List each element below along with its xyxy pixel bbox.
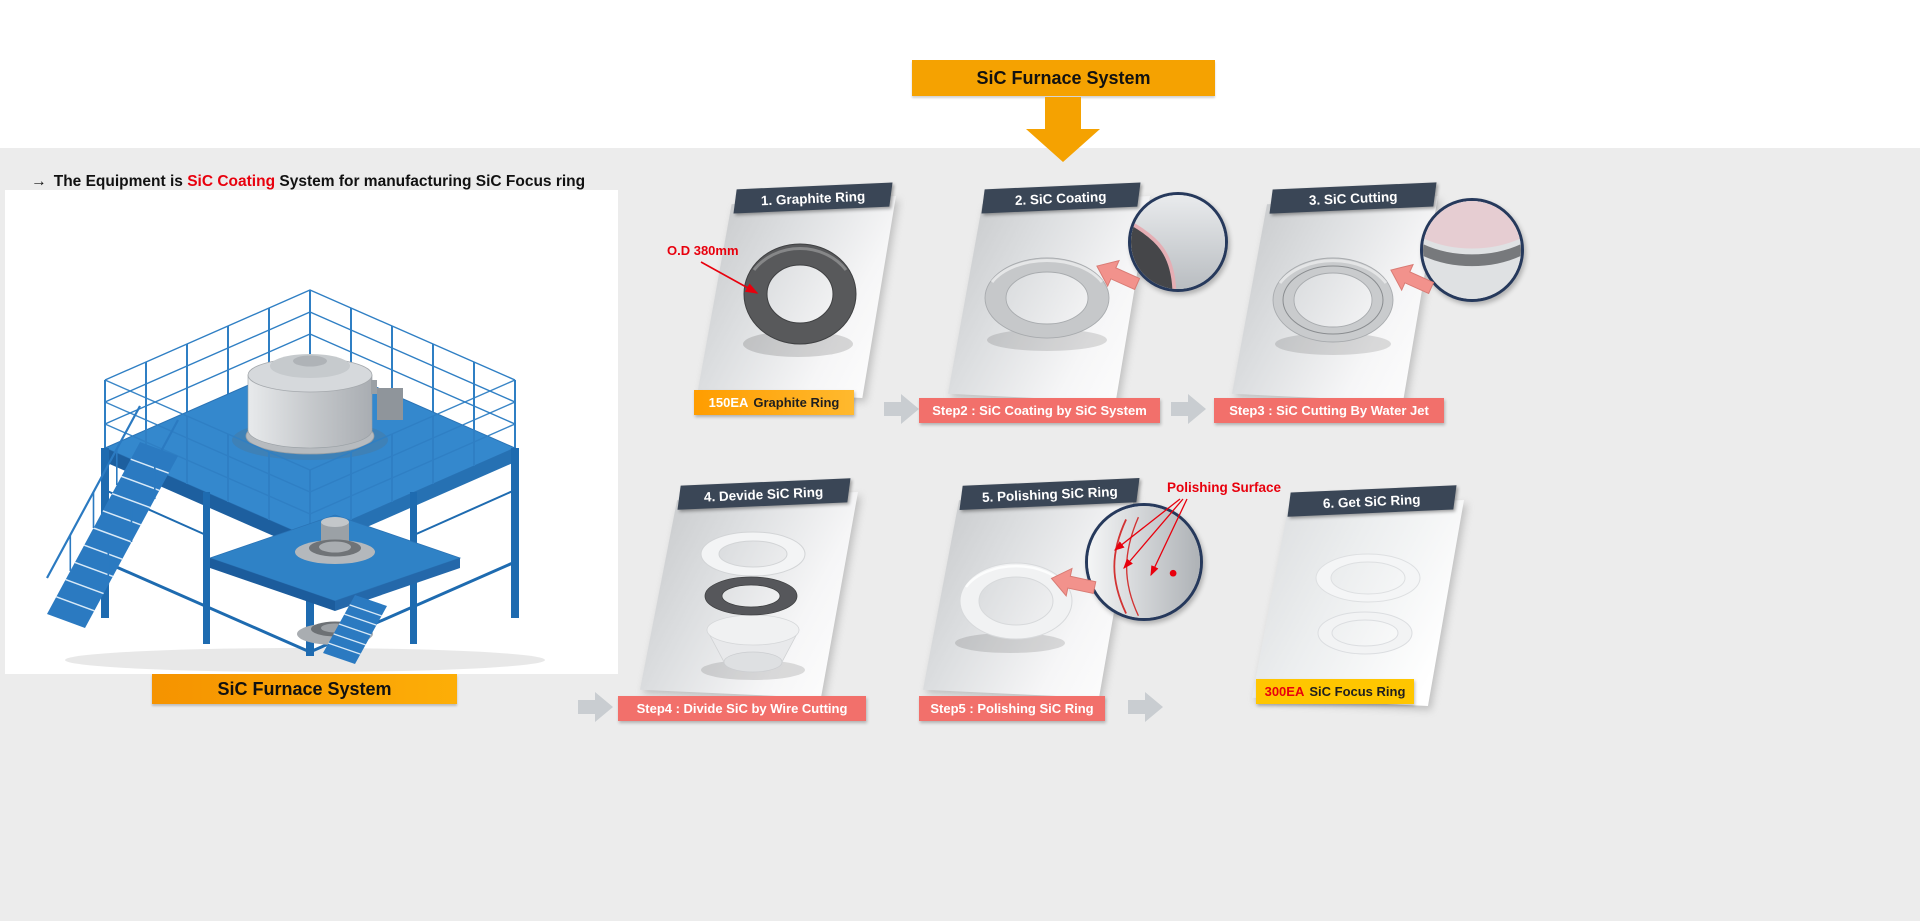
step6-panel — [1252, 500, 1464, 706]
flow-arrow-icon — [884, 394, 919, 424]
step4-label: Step4 : Divide SiC by Wire Cutting — [618, 696, 866, 721]
front-railings — [104, 379, 516, 538]
step1-label: 150EA Graphite Ring — [694, 390, 854, 415]
step2-label-text: Step2 : SiC Coating by SiC System — [932, 403, 1147, 418]
graphite-ring-image — [743, 243, 857, 357]
zoom-pointer-arrow-icon — [1050, 567, 1097, 597]
coating-zoom-circle — [1128, 192, 1228, 292]
flow-arrow-icon — [578, 692, 613, 722]
sic-cut-ring-image — [1272, 257, 1394, 355]
top-banner: SiC Furnace System — [912, 60, 1215, 96]
step2-label: Step2 : SiC Coating by SiC System — [919, 398, 1160, 423]
polishing-zoom-circle — [1085, 503, 1203, 621]
od-annotation-text: O.D 380mm — [667, 243, 739, 258]
step1-label-text: Graphite Ring — [753, 395, 840, 410]
back-railings — [104, 289, 516, 448]
od-annotation: O.D 380mm — [667, 243, 739, 258]
step3-label-text: Step3 : SiC Cutting By Water Jet — [1229, 403, 1429, 418]
step2-panel — [948, 196, 1150, 402]
flow-arrow-icon — [1171, 394, 1206, 424]
flow-arrow-icon — [1128, 692, 1163, 722]
step2-sheet — [948, 196, 1150, 402]
step3-label: Step3 : SiC Cutting By Water Jet — [1214, 398, 1444, 423]
step1-sheet — [698, 196, 896, 398]
polishing-zoom-content — [1088, 506, 1200, 618]
step4-title: 4. Devide SiC Ring — [704, 483, 824, 505]
figure-caption: SiC Furnace System — [152, 674, 457, 704]
step4-label-text: Step4 : Divide SiC by Wire Cutting — [636, 701, 848, 716]
step2-title: 2. SiC Coating — [1014, 188, 1108, 208]
polished-ring-image — [955, 562, 1073, 653]
step6-label-text: SiC Focus Ring — [1309, 684, 1406, 699]
sic-coated-ring-image — [984, 257, 1110, 351]
down-arrow-icon — [1026, 97, 1100, 162]
divided-ring-stack-image — [700, 531, 806, 680]
furnace-render — [46, 289, 545, 672]
step3-sheet — [1232, 196, 1438, 402]
zoom-pointer-arrow-icon — [1390, 263, 1435, 295]
step1-count: 150EA — [708, 395, 749, 410]
step1-panel — [698, 196, 896, 398]
polishing-surface-annotation: Polishing Surface — [1167, 480, 1281, 495]
focus-rings-image — [1315, 553, 1421, 655]
ground-shadow — [65, 648, 545, 672]
step3-panel — [1232, 196, 1438, 402]
heading-highlight: SiC Coating — [187, 173, 276, 190]
step6-count: 300EA — [1264, 684, 1305, 699]
step1-title: 1. Graphite Ring — [760, 188, 866, 208]
step6-label: 300EA SiC Focus Ring — [1256, 679, 1414, 704]
small-stairs — [323, 595, 387, 664]
step5-label-text: Step5 : Polishing SiC Ring — [930, 701, 1094, 716]
od-pointer-arrow-icon — [700, 261, 759, 294]
heading-pre: The Equipment is — [53, 173, 188, 190]
figure-caption-label: SiC Furnace System — [217, 678, 392, 699]
step5-label: Step5 : Polishing SiC Ring — [919, 696, 1105, 721]
coating-zoom-content — [1131, 195, 1225, 289]
zoom-pointer-arrow-icon — [1096, 259, 1141, 291]
cutting-zoom-content — [1423, 201, 1521, 299]
polishing-pointer-arrows-icon — [1113, 498, 1188, 577]
page-title: → The Equipment is SiC Coating System for… — [14, 155, 585, 209]
main-stairs — [46, 405, 179, 628]
furnace-figure — [5, 190, 618, 674]
step3-title: 3. SiC Cutting — [1308, 188, 1398, 208]
heading-post: System for manufacturing SiC Focus ring — [275, 173, 586, 190]
top-banner-label: SiC Furnace System — [976, 67, 1151, 88]
step6-sheet — [1252, 500, 1464, 706]
polishing-surface-text: Polishing Surface — [1167, 480, 1282, 495]
furnace-vessel — [232, 354, 403, 460]
heading-arrow: → — [31, 173, 47, 190]
cutting-zoom-circle — [1420, 198, 1524, 302]
step6-title: 6. Get SiC Ring — [1322, 491, 1422, 511]
